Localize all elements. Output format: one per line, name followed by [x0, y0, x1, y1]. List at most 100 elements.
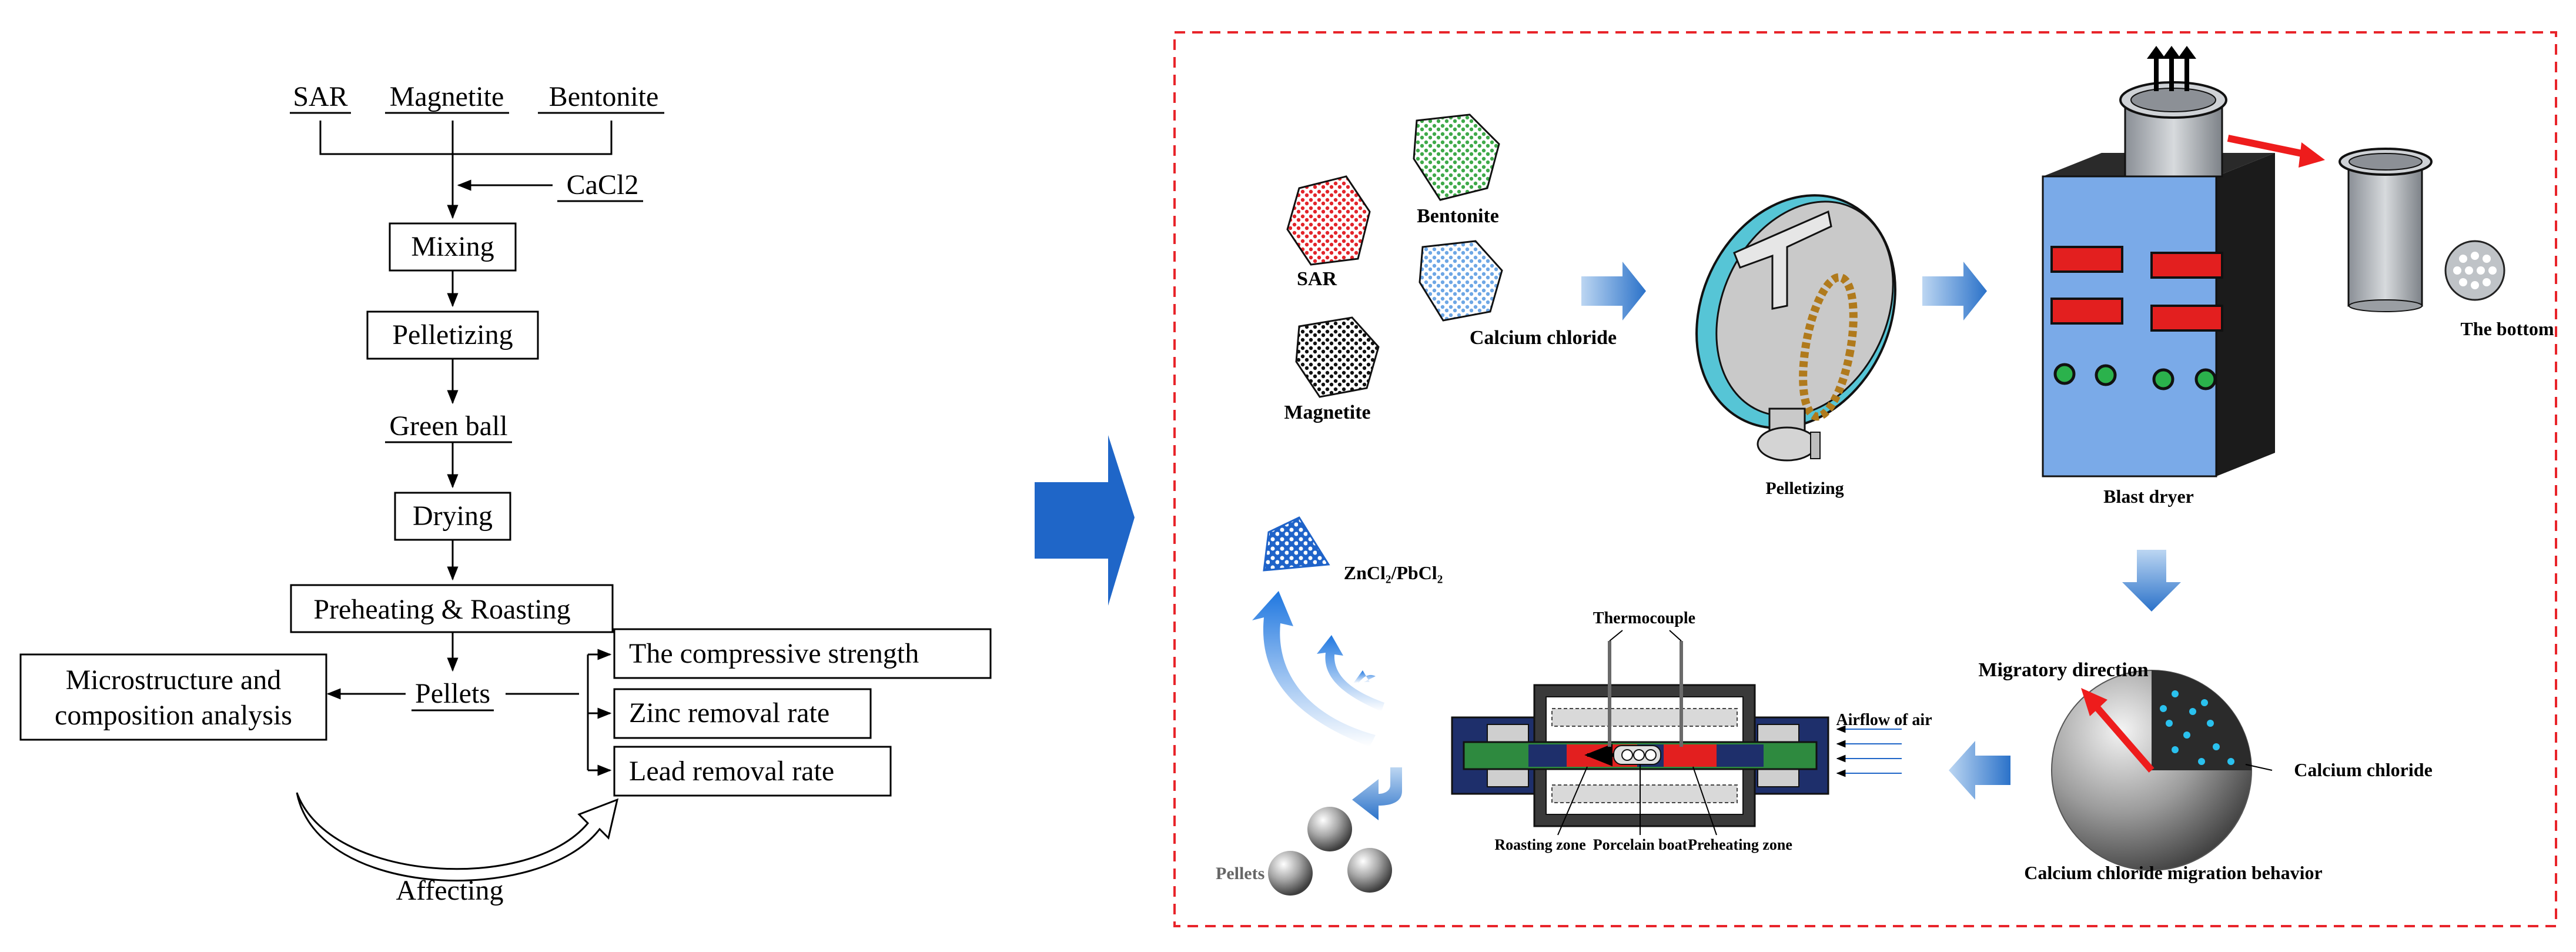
pellets-caption: Pellets	[1216, 864, 1264, 883]
pellet-ball-1	[1307, 807, 1352, 851]
affecting-label: Affecting	[396, 875, 503, 906]
thermocouple-label: Thermocouple	[1593, 609, 1695, 627]
material-magnetite: Magnetite	[390, 81, 504, 112]
dryer-panel-1	[2050, 246, 2123, 273]
pelletizing-box	[366, 310, 539, 360]
arrow-to-dryer	[1922, 262, 1987, 320]
sphere-cutaway	[2152, 670, 2252, 770]
cacl2-dot	[2207, 720, 2214, 727]
cacl2-dot	[2166, 720, 2173, 727]
additive-cacl2: CaCl2	[567, 169, 639, 201]
pellet-ball-2	[1268, 851, 1313, 896]
preheating-zone-heater	[1664, 744, 1717, 767]
pellets-label: Pellets	[415, 678, 490, 709]
pelletizer-scraper	[1733, 210, 1832, 310]
basket-body	[2347, 161, 2423, 307]
dryer-panel-2	[2150, 252, 2223, 279]
drying-label: Drying	[413, 500, 493, 532]
pellet-ball-3	[1347, 848, 1392, 893]
basket-hole-dot	[2465, 266, 2473, 275]
materials-join-line	[319, 121, 613, 155]
outcome-box-lead	[613, 746, 892, 797]
outcome-box-zinc	[613, 688, 872, 739]
bentonite-label: Bentonite	[1417, 205, 1499, 227]
cacl2-dot	[2172, 746, 2179, 753]
preheating-roasting-label: Preheating & Roasting	[313, 594, 570, 625]
airflow-label: Airflow of air	[1836, 711, 1932, 729]
exhaust-arrow-2-head	[2162, 46, 2181, 59]
green-ball-label: Green ball	[389, 410, 507, 442]
big-transition-arrow	[1035, 435, 1135, 606]
tube-furnace: Thermocouple Airflow of air Roasting zon…	[1451, 609, 1932, 853]
cacl2-dot	[2227, 758, 2234, 765]
cacl2-dot	[2201, 699, 2208, 706]
basket-hole-dot	[2483, 255, 2491, 263]
dryer-side	[2216, 153, 2275, 476]
volatilization: ZnCl₂/PbCl₂	[1252, 516, 1443, 747]
cacl2-dot	[2160, 705, 2167, 712]
dryer-knob-2	[2095, 364, 2117, 386]
thermocouple-pointer-right	[1669, 630, 1682, 642]
dryer-panel-3	[2050, 298, 2123, 325]
outcome-compressive-label: The compressive strength	[629, 638, 919, 669]
sar-particle	[1286, 175, 1371, 266]
plume-arc-3	[1353, 670, 1376, 684]
migratory-direction-label: Migratory direction	[1978, 659, 2148, 681]
pelletizer: Pelletizing	[1695, 194, 1896, 498]
arrow-to-furnace	[1949, 741, 2010, 800]
flowchart: SAR Magnetite Bentonite CaCl2 Mixing Pel…	[19, 81, 992, 906]
basket-bottom-holes	[2453, 252, 2497, 289]
plume-arc-1	[1252, 591, 1376, 747]
cacl2-dot	[2213, 743, 2220, 750]
migration-sphere: Migratory direction Calcium chloride Cal…	[1978, 659, 2432, 883]
pelletizing-label: Pelletizing	[392, 319, 513, 350]
airflow-arrows	[1836, 725, 1902, 777]
preheating-zone-label: Preheating zone	[1688, 836, 1792, 853]
basket-base	[2348, 299, 2423, 312]
dryer-knob-3	[2152, 368, 2174, 390]
migration-behavior-caption: Calcium chloride migration behavior	[2024, 862, 2323, 883]
microstructure-line1: Microstructure and	[66, 664, 282, 696]
material-bentonite: Bentonite	[549, 81, 659, 112]
pelletizer-motor	[1757, 426, 1818, 462]
raw-materials: SAR Bentonite Calcium chloride Magnetite	[1284, 113, 1617, 423]
dryer-chimney-hole	[2130, 88, 2216, 112]
boat-pellet	[1645, 749, 1657, 761]
zncl2-cluster	[1263, 516, 1330, 572]
process-frame	[1173, 31, 2557, 927]
material-sar: SAR	[293, 81, 347, 112]
basket-hole-dot	[2488, 266, 2497, 275]
basket-bottom-disc	[2444, 240, 2505, 301]
preheating-roasting-box	[290, 584, 614, 633]
basket-hole-dot	[2483, 278, 2491, 286]
outcome-box-compressive	[613, 628, 992, 679]
dryer-knob-4	[2194, 368, 2217, 390]
exhaust-arrows-icon	[2147, 46, 2196, 91]
magnetite-particle	[1295, 316, 1380, 398]
basket-hole-dot	[2471, 281, 2479, 289]
basket-hole-dot	[2459, 255, 2467, 263]
blast-dryer: Blast dryer	[2042, 46, 2275, 507]
microstructure-box	[19, 653, 327, 741]
cacl2-dot	[2189, 708, 2196, 715]
cacl2-dot	[2172, 690, 2179, 697]
outcome-lead-label: Lead removal rate	[629, 756, 834, 787]
outcome-zinc-label: Zinc removal rate	[629, 697, 829, 729]
basket-hole-dot	[2459, 278, 2467, 286]
volatile-label: ZnCl₂/PbCl₂	[1344, 562, 1443, 583]
cacl2-dot	[2183, 731, 2190, 739]
basket-hole	[2348, 153, 2423, 171]
calcium-chloride-sphere-label: Calcium chloride	[2294, 759, 2433, 780]
red-arrow-head	[2299, 142, 2325, 168]
sphere-cacl2-dots	[2160, 690, 2234, 765]
calcium-chloride-label: Calcium chloride	[1470, 327, 1617, 349]
basket-hole-dot	[2453, 266, 2461, 275]
boat-pellet	[1621, 749, 1633, 761]
dryer-knob-1	[2053, 363, 2076, 385]
the-bottom-label: The bottom	[2460, 318, 2554, 339]
arrow-to-pelletizer	[1581, 262, 1646, 320]
sar-label: SAR	[1297, 268, 1337, 290]
exhaust-arrow-3-head	[2177, 46, 2196, 59]
migratory-direction-arrow	[2090, 700, 2155, 773]
